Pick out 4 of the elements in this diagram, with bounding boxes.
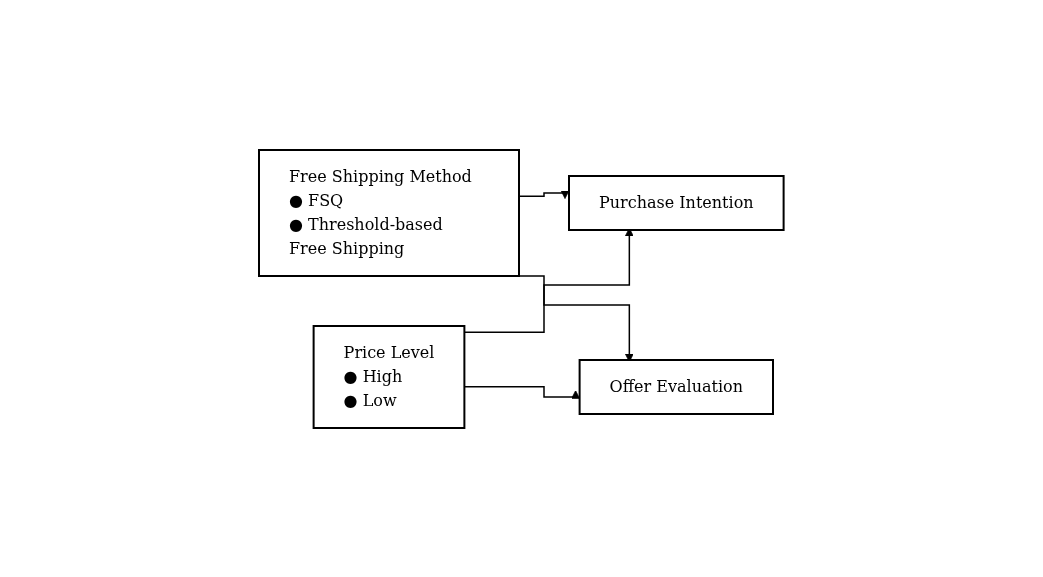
node-box: Offer Evaluation xyxy=(578,358,775,415)
node-box: Purchase Intention xyxy=(568,174,785,231)
node-box: Free Shipping Method ● FSQ ● Threshold-based Free Shipping xyxy=(258,148,521,277)
node-box: Price Level ● High ● Low xyxy=(312,324,466,429)
